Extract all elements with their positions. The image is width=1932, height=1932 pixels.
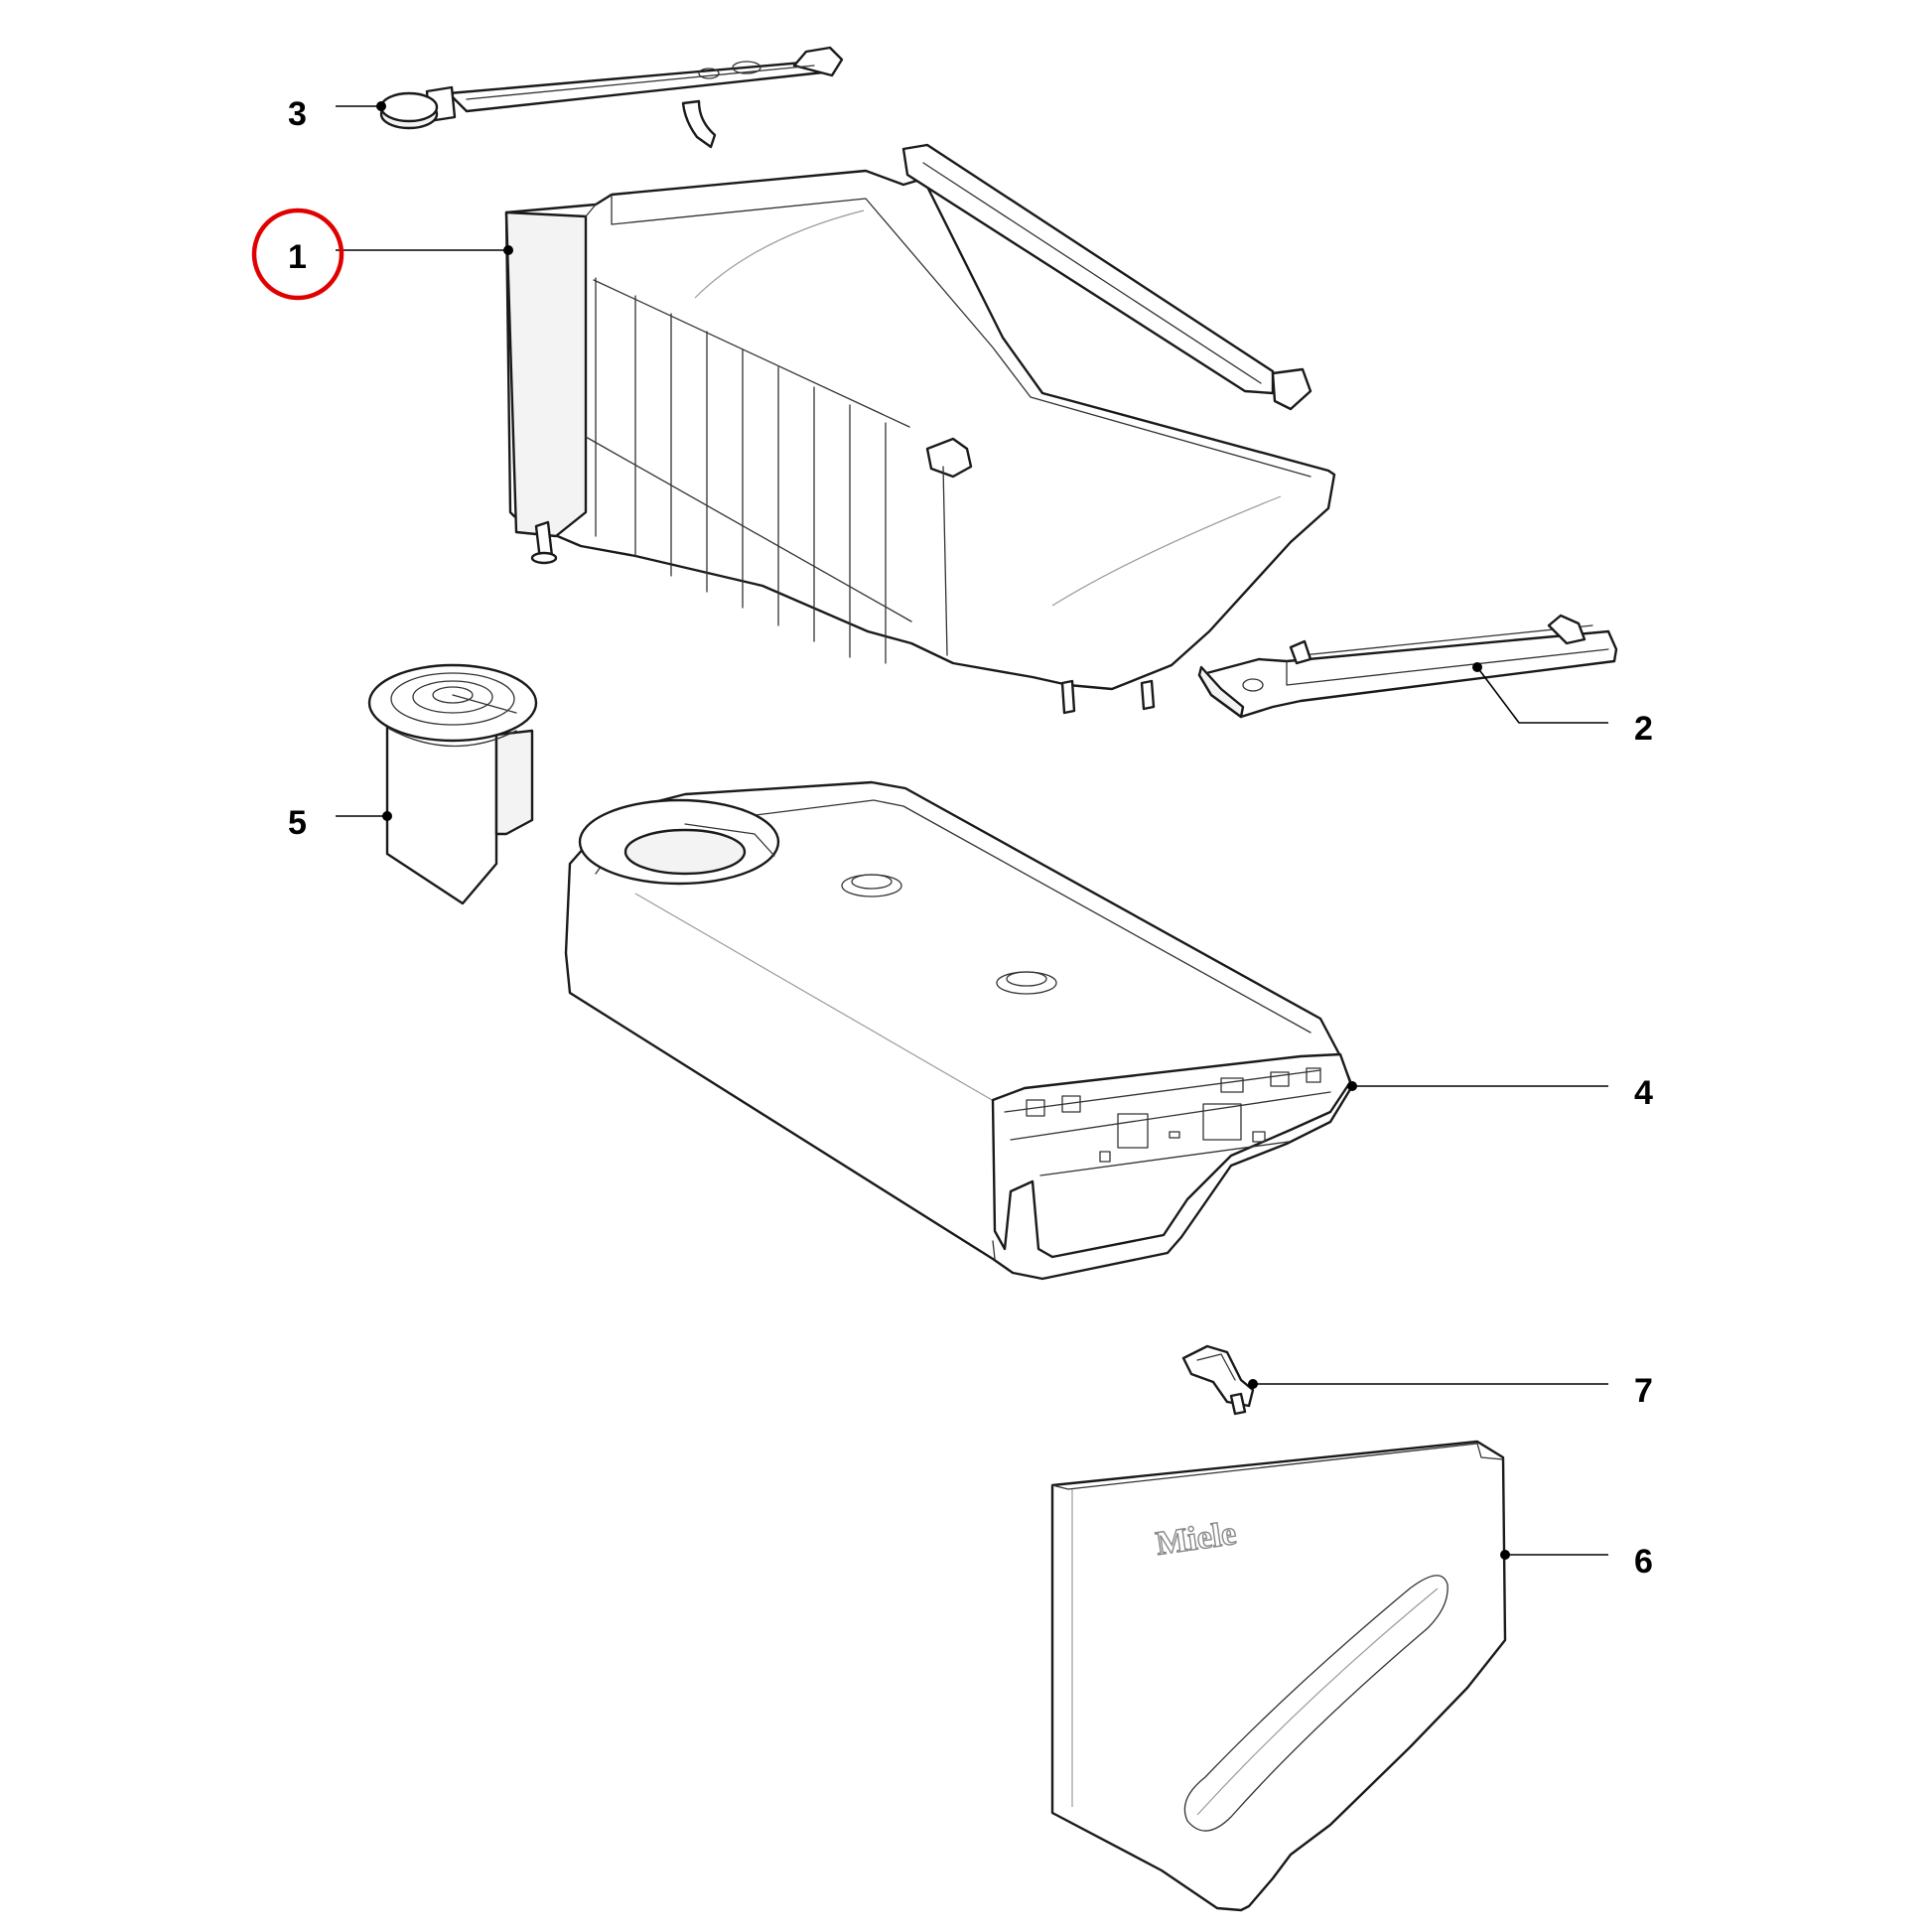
callout-labels: 3 1 2 5 4 7 6 bbox=[288, 95, 1653, 1581]
callout-6[interactable]: 6 bbox=[1634, 1543, 1653, 1581]
part-3-lever bbox=[379, 46, 844, 149]
part-4-detergent-drawer bbox=[564, 780, 1354, 1281]
leader-dot-6 bbox=[1500, 1550, 1510, 1560]
part-5-siphon-insert bbox=[367, 663, 538, 905]
part-6-drawer-front-panel: Miele bbox=[1050, 1440, 1507, 1912]
part-2-slide-rail bbox=[1197, 614, 1618, 719]
leader-dot-7 bbox=[1248, 1379, 1258, 1389]
leader-dot-5 bbox=[382, 811, 392, 821]
leader-2 bbox=[1476, 666, 1608, 724]
leader-dot-2 bbox=[1472, 662, 1482, 672]
leader-lines bbox=[336, 101, 1608, 1560]
callout-3[interactable]: 3 bbox=[288, 95, 307, 133]
callout-4[interactable]: 4 bbox=[1634, 1074, 1653, 1112]
callout-7[interactable]: 7 bbox=[1634, 1372, 1653, 1410]
leader-dot-3 bbox=[376, 101, 386, 111]
callout-2[interactable]: 2 bbox=[1634, 710, 1653, 748]
callout-1[interactable]: 1 bbox=[288, 238, 307, 276]
leader-dot-1 bbox=[503, 245, 513, 255]
part-7-clip bbox=[1181, 1344, 1255, 1416]
highlight-circle-part-1 bbox=[251, 207, 345, 301]
callout-5[interactable]: 5 bbox=[288, 804, 307, 842]
leader-dot-4 bbox=[1347, 1081, 1357, 1091]
part-1-drawer-housing bbox=[504, 143, 1336, 715]
